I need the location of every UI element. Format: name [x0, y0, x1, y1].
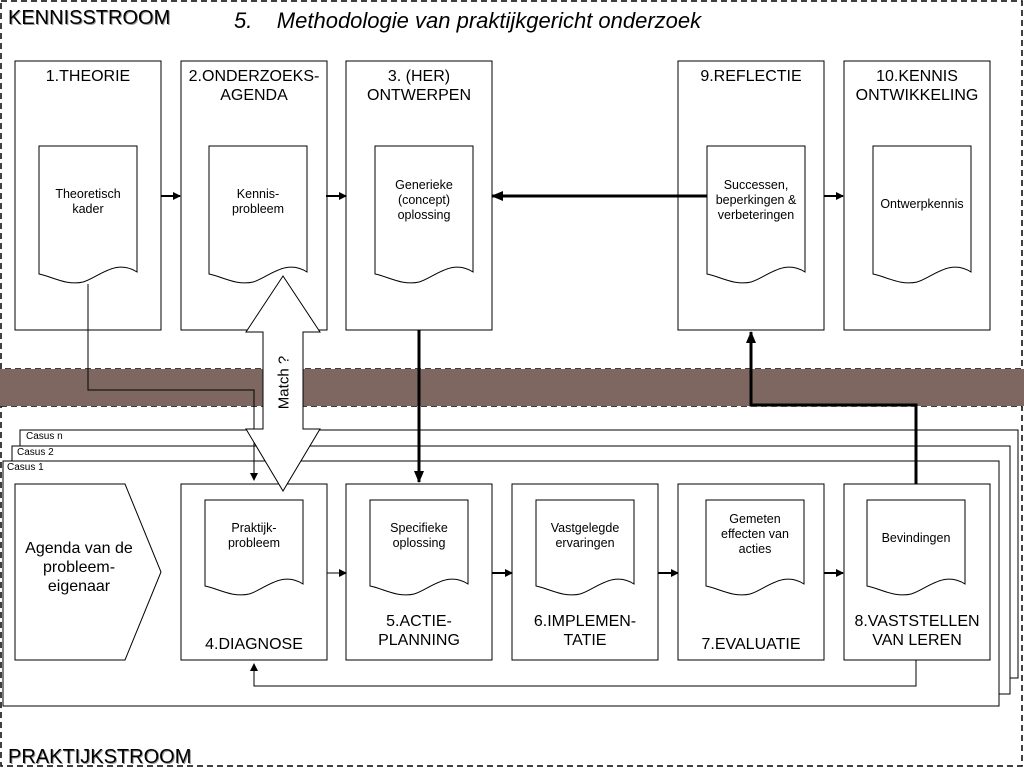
diagram-title: 5. Methodologie van praktijkgericht onde… [234, 8, 702, 33]
doc-vastgelegde-ervaringen: Vastgelegde ervaringen [550, 521, 620, 550]
match-label: Match ? [275, 355, 293, 410]
case-2-label: Casus 2 [17, 447, 54, 458]
connector-leren-reflectie [746, 331, 918, 484]
agenda-shape [14, 483, 162, 661]
bottom-document-shape [866, 499, 966, 596]
top-document-shape [374, 145, 474, 284]
agenda-label: Agenda van de probleem- eigenaar [25, 540, 133, 595]
doc-generieke-oplossing: Generieke (concept) oplossing [395, 178, 453, 222]
case-1-label: Casus 1 [7, 462, 44, 473]
doc-successen: Successen, beperkingen & verbeteringen [715, 178, 797, 222]
connector-feedback-loop [250, 660, 917, 687]
top-document-shape [38, 145, 138, 284]
case-1-frame [2, 460, 1000, 707]
bottom-step-boxes [180, 483, 991, 661]
bottom-document-shape [705, 499, 805, 596]
top-document-shape [706, 145, 806, 284]
kennisstroom-frame [0, 0, 1023, 370]
step-title-actieplanning: 5.ACTIE- PLANNING [378, 613, 460, 649]
bottom-document-shape [535, 499, 635, 596]
step-title-theorie: 1.THEORIE [45, 68, 131, 85]
praktijkstroom-label: PRAKTIJKSTROOM [8, 746, 192, 768]
bottom-document-shape [369, 499, 469, 596]
step-title-diagnose: 4.DIAGNOSE [205, 636, 303, 653]
stream-divider-band [0, 369, 1024, 406]
match-double-arrow [245, 275, 321, 492]
doc-bevindingen: Bevindingen [881, 531, 951, 545]
bottom-document-shape [204, 499, 304, 596]
step-title-reflectie: 9.REFLECTIE [700, 68, 802, 85]
step-title-ontwerpen: 3. (HER) ONTWERPEN [367, 68, 471, 104]
doc-specifieke-oplossing: Specifieke oplossing [390, 521, 448, 550]
top-document-shape [208, 145, 308, 284]
doc-kennisprobleem: Kennis- probleem [231, 187, 285, 216]
step-title-evaluatie: 7.EVALUATIE [701, 636, 801, 653]
kennisstroom-label: KENNISSTROOM [8, 7, 171, 29]
doc-ontwerpkennis: Ontwerpkennis [880, 197, 964, 211]
case-n-label: Casus n [26, 431, 63, 442]
step-title-vaststellen-leren: 8.VASTSTELLEN VAN LEREN [854, 613, 980, 649]
doc-praktijkprobleem: Praktijk- probleem [227, 521, 281, 550]
top-step-boxes [14, 60, 991, 331]
doc-theoretisch-kader: Theoretisch kader [55, 187, 121, 216]
doc-gemeten-effecten: Gemeten effecten van acties [721, 512, 789, 556]
step-title-onderzoeksagenda: 2.ONDERZOEKS- AGENDA [188, 68, 320, 104]
top-document-shape [872, 145, 972, 284]
step-title-kennisontwikkeling: 10.KENNIS ONTWIKKELING [855, 68, 979, 104]
step-title-implementatie: 6.IMPLEMEN- TATIE [533, 613, 637, 649]
